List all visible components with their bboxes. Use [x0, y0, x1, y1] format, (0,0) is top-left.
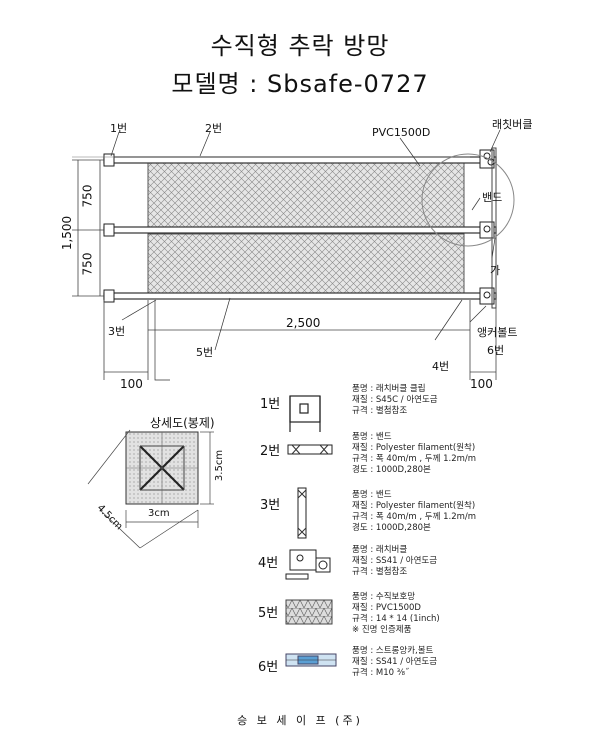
part1-icon: [289, 395, 321, 432]
part1-number: 1번: [260, 397, 281, 412]
dim-left-offset: 100: [120, 377, 143, 391]
dim-right-offset: 100: [470, 377, 493, 391]
part2-icon: [287, 444, 333, 455]
detail-circle: [421, 153, 515, 247]
left-clips: [103, 153, 115, 303]
label-pvc: PVC1500D: [372, 126, 431, 139]
detail-dim-3: 3cm: [148, 508, 170, 519]
net-panel-top: [147, 159, 465, 229]
part5-icon: [285, 599, 333, 625]
part4-number: 4번: [258, 556, 279, 571]
label-part5-diagram: 5번: [196, 346, 214, 359]
part5-number: 5번: [258, 606, 279, 621]
dim-h-top: 750: [80, 184, 95, 208]
company-footer: 승 보 세 이 프 (주): [237, 714, 363, 727]
label-part1-top: 1번: [110, 122, 128, 135]
detail-title: 상세도(봉제): [150, 416, 215, 430]
right-buckles: [479, 149, 495, 305]
label-anchor: 앵커볼트: [477, 326, 518, 339]
part3-icon: [297, 487, 307, 539]
part4-icon: [285, 549, 331, 580]
label-part3-diagram: 3번: [108, 325, 126, 338]
part6-number: 6번: [258, 660, 279, 675]
detail-dim-35: 3.5cm: [214, 449, 226, 482]
part3-number: 3번: [260, 498, 281, 513]
part2-number: 2번: [260, 444, 281, 459]
title: 수직형 추락 방망: [210, 32, 390, 60]
model-name: 모델명 : Sbsafe-0727: [171, 70, 429, 98]
sewing-detail: [125, 431, 199, 505]
label-part6-diagram: 6번: [487, 344, 505, 357]
dim-h-bottom: 750: [80, 252, 95, 276]
label-part2-top: 2번: [205, 122, 223, 135]
part6-icon: [285, 653, 337, 667]
label-ga: 가: [490, 264, 501, 277]
label-band: 밴드: [482, 191, 503, 204]
net-panel-bottom: [147, 233, 465, 297]
dim-w-total: 2,500: [286, 316, 321, 330]
label-ratchet: 래칫버클: [492, 118, 533, 131]
dim-h-total: 1,500: [60, 215, 75, 251]
label-part4-diagram: 4번: [432, 360, 450, 373]
